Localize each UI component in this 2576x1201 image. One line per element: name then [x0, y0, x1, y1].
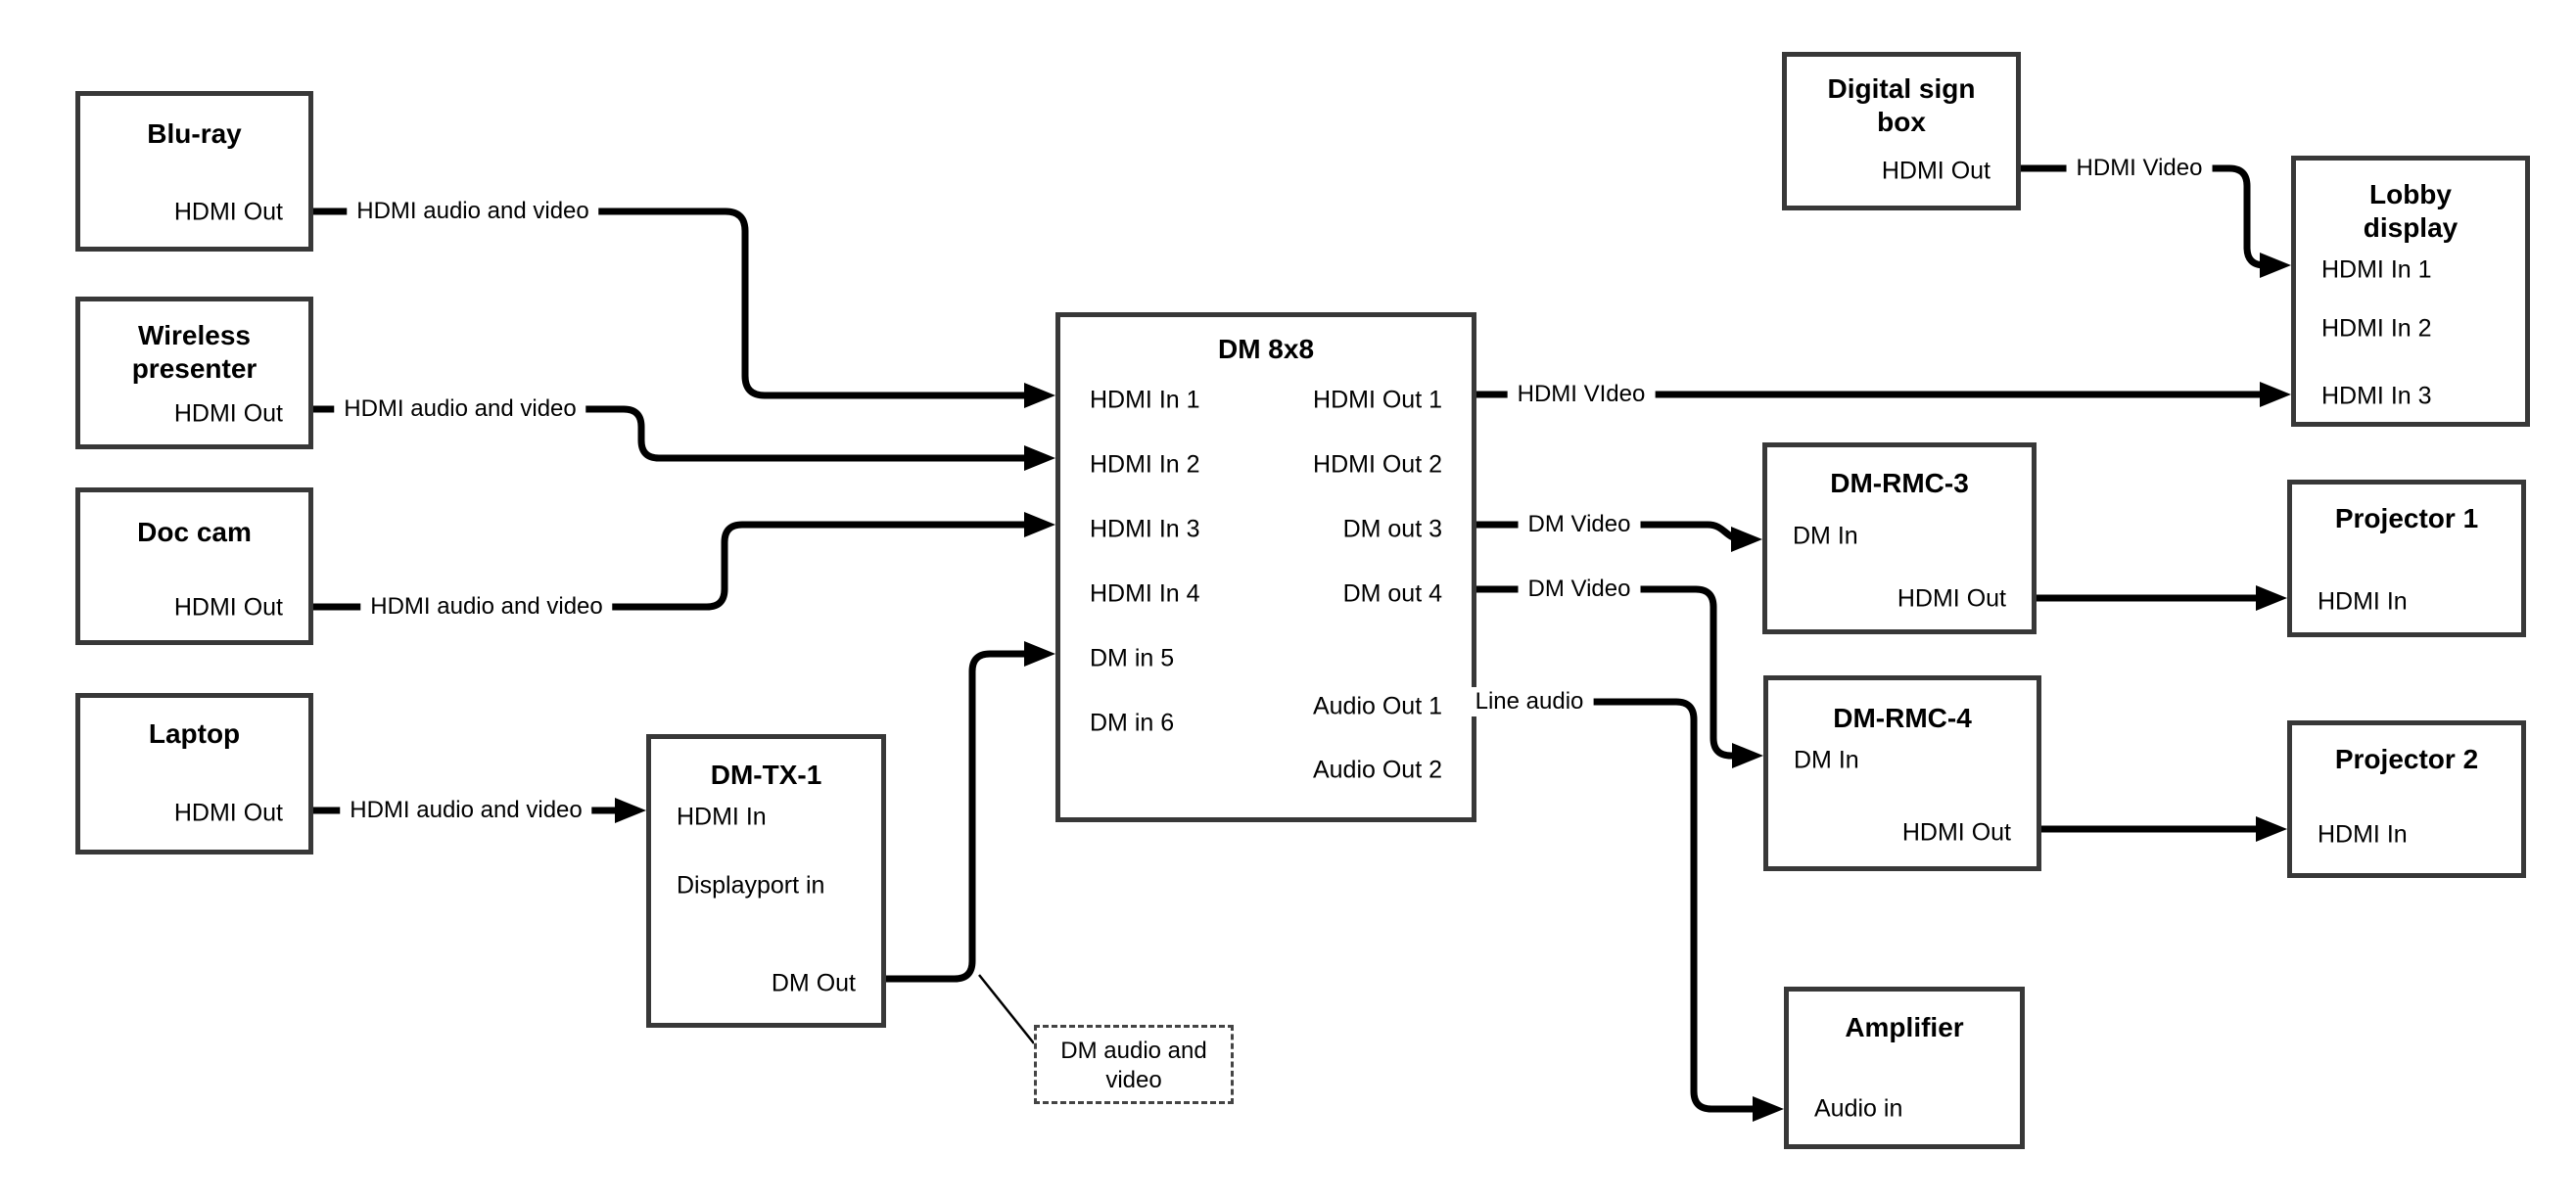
port-hdmi-in-2: HDMI In 2 — [1090, 450, 1200, 479]
arrow-head — [1024, 383, 1055, 408]
wire-label-hdmi-av-laptop: HDMI audio and video — [340, 796, 592, 825]
note-box: DM audio and video — [1034, 1025, 1234, 1104]
arrow-head — [2256, 585, 2287, 611]
port-hdmi-out: HDMI Out — [173, 593, 283, 622]
port-audio-in: Audio in — [1814, 1094, 1903, 1123]
node-wireless-presenter: Wireless presenter HDMI Out — [75, 297, 313, 449]
node-laptop: Laptop HDMI Out — [75, 693, 313, 855]
port-displayport-in: Displayport in — [677, 871, 825, 900]
port-dm-in-5: DM in 5 — [1090, 644, 1175, 672]
port-hdmi-out: HDMI Out — [173, 198, 283, 226]
port-hdmi-in: HDMI In — [677, 803, 767, 831]
wire-doccam-to-dm8x8 — [313, 521, 1034, 611]
node-title: Blu-ray — [147, 118, 242, 149]
node-title: Projector 2 — [2334, 744, 2479, 774]
arrow-head — [1731, 527, 1762, 552]
node-title: Digital sign box — [1827, 73, 1976, 137]
port-hdmi-in-4: HDMI In 4 — [1090, 579, 1200, 608]
port-dm-out-3: DM out 3 — [1342, 515, 1442, 543]
port-hdmi-out: HDMI Out — [1901, 818, 2011, 847]
arrow-head — [615, 798, 646, 823]
port-hdmi-out: HDMI Out — [173, 799, 283, 827]
wire-label-hdmi-video-sign: HDMI Video — [2066, 154, 2213, 183]
node-dm-8x8: DM 8x8 HDMI In 1 HDMI In 2 HDMI In 3 HDM… — [1055, 312, 1476, 822]
port-dm-in: DM In — [1794, 746, 1859, 774]
arrow-head — [2260, 382, 2291, 407]
wire-label-hdmi-video-out1: HDMI VIdeo — [1507, 380, 1656, 409]
port-hdmi-out-2: HDMI Out 2 — [1313, 450, 1442, 479]
node-bluray: Blu-ray HDMI Out — [75, 91, 313, 252]
node-title: Lobby display — [2363, 179, 2459, 243]
port-hdmi-in-1: HDMI In 1 — [1090, 386, 1200, 414]
wire-dmout4-to-dmrmc4 — [1476, 585, 1742, 760]
port-hdmi-in-2: HDMI In 2 — [2321, 314, 2432, 343]
wire-dmtx1-to-dm8x8 — [886, 650, 1034, 983]
port-hdmi-out-1: HDMI Out 1 — [1313, 386, 1442, 414]
node-title: DM-RMC-4 — [1833, 703, 1972, 733]
wire-label-line-audio: Line audio — [1465, 687, 1594, 716]
arrow-head — [1024, 641, 1055, 667]
node-title: DM-RMC-3 — [1830, 468, 1969, 498]
node-title: DM-TX-1 — [710, 760, 822, 790]
port-hdmi-out: HDMI Out — [173, 399, 283, 428]
note-text-line2: video — [1105, 1067, 1162, 1093]
port-hdmi-in: HDMI In — [2318, 587, 2408, 616]
arrow-head — [1732, 743, 1763, 768]
port-hdmi-out: HDMI Out — [1881, 157, 1991, 185]
node-lobby-display: Lobby display HDMI In 1 HDMI In 2 HDMI I… — [2291, 156, 2530, 427]
node-projector-1: Projector 1 HDMI In — [2287, 480, 2526, 637]
node-amplifier: Amplifier Audio in — [1784, 987, 2025, 1149]
node-title: DM 8x8 — [1217, 334, 1315, 364]
arrow-head — [2260, 253, 2291, 278]
arrow-head — [2256, 816, 2287, 842]
node-title: Laptop — [148, 718, 241, 749]
arrow-head — [1753, 1096, 1784, 1122]
node-projector-2: Projector 2 HDMI In — [2287, 720, 2526, 878]
note-text-line1: DM audio and — [1060, 1038, 1207, 1064]
wire-audioout1-to-amplifier — [1476, 698, 1762, 1113]
port-dm-out: DM Out — [771, 969, 856, 997]
port-audio-out-2: Audio Out 2 — [1312, 756, 1442, 784]
wire-label-hdmi-av-wireless: HDMI audio and video — [334, 394, 586, 424]
wire-label-hdmi-av-doccam: HDMI audio and video — [360, 592, 613, 622]
wire-label-dm-video-out4: DM Video — [1518, 575, 1641, 604]
wire-label-hdmi-av-bluray: HDMI audio and video — [347, 197, 599, 226]
node-doc-cam: Doc cam HDMI Out — [75, 487, 313, 645]
node-digital-sign-box: Digital sign box HDMI Out — [1782, 52, 2021, 210]
wire-label-dm-video-out3: DM Video — [1518, 510, 1641, 539]
node-title: Doc cam — [137, 517, 252, 547]
port-hdmi-in-3: HDMI In 3 — [2321, 382, 2432, 410]
node-title: Projector 1 — [2334, 503, 2479, 533]
port-audio-out-1: Audio Out 1 — [1312, 692, 1442, 720]
node-dm-tx-1: DM-TX-1 HDMI In Displayport in DM Out — [646, 734, 886, 1028]
port-hdmi-in: HDMI In — [2318, 820, 2408, 849]
wire-digitalsign-to-lobby — [2021, 164, 2269, 269]
arrow-head — [1024, 512, 1055, 537]
node-title: Amplifier — [1845, 1012, 1964, 1042]
wire-wireless-to-dm8x8 — [313, 405, 1034, 462]
note-leader-line — [978, 974, 1035, 1044]
node-dm-rmc-3: DM-RMC-3 DM In HDMI Out — [1762, 442, 2037, 634]
port-dm-out-4: DM out 4 — [1342, 579, 1442, 608]
port-hdmi-in-3: HDMI In 3 — [1090, 515, 1200, 543]
port-hdmi-in-1: HDMI In 1 — [2321, 255, 2432, 284]
port-dm-in: DM In — [1793, 522, 1858, 550]
node-dm-rmc-4: DM-RMC-4 DM In HDMI Out — [1763, 675, 2041, 871]
node-title: Wireless presenter — [131, 320, 258, 384]
wire-bluray-to-dm8x8 — [313, 208, 1034, 399]
port-hdmi-out: HDMI Out — [1897, 584, 2006, 613]
arrow-head — [1024, 445, 1055, 471]
port-dm-in-6: DM in 6 — [1090, 709, 1175, 737]
